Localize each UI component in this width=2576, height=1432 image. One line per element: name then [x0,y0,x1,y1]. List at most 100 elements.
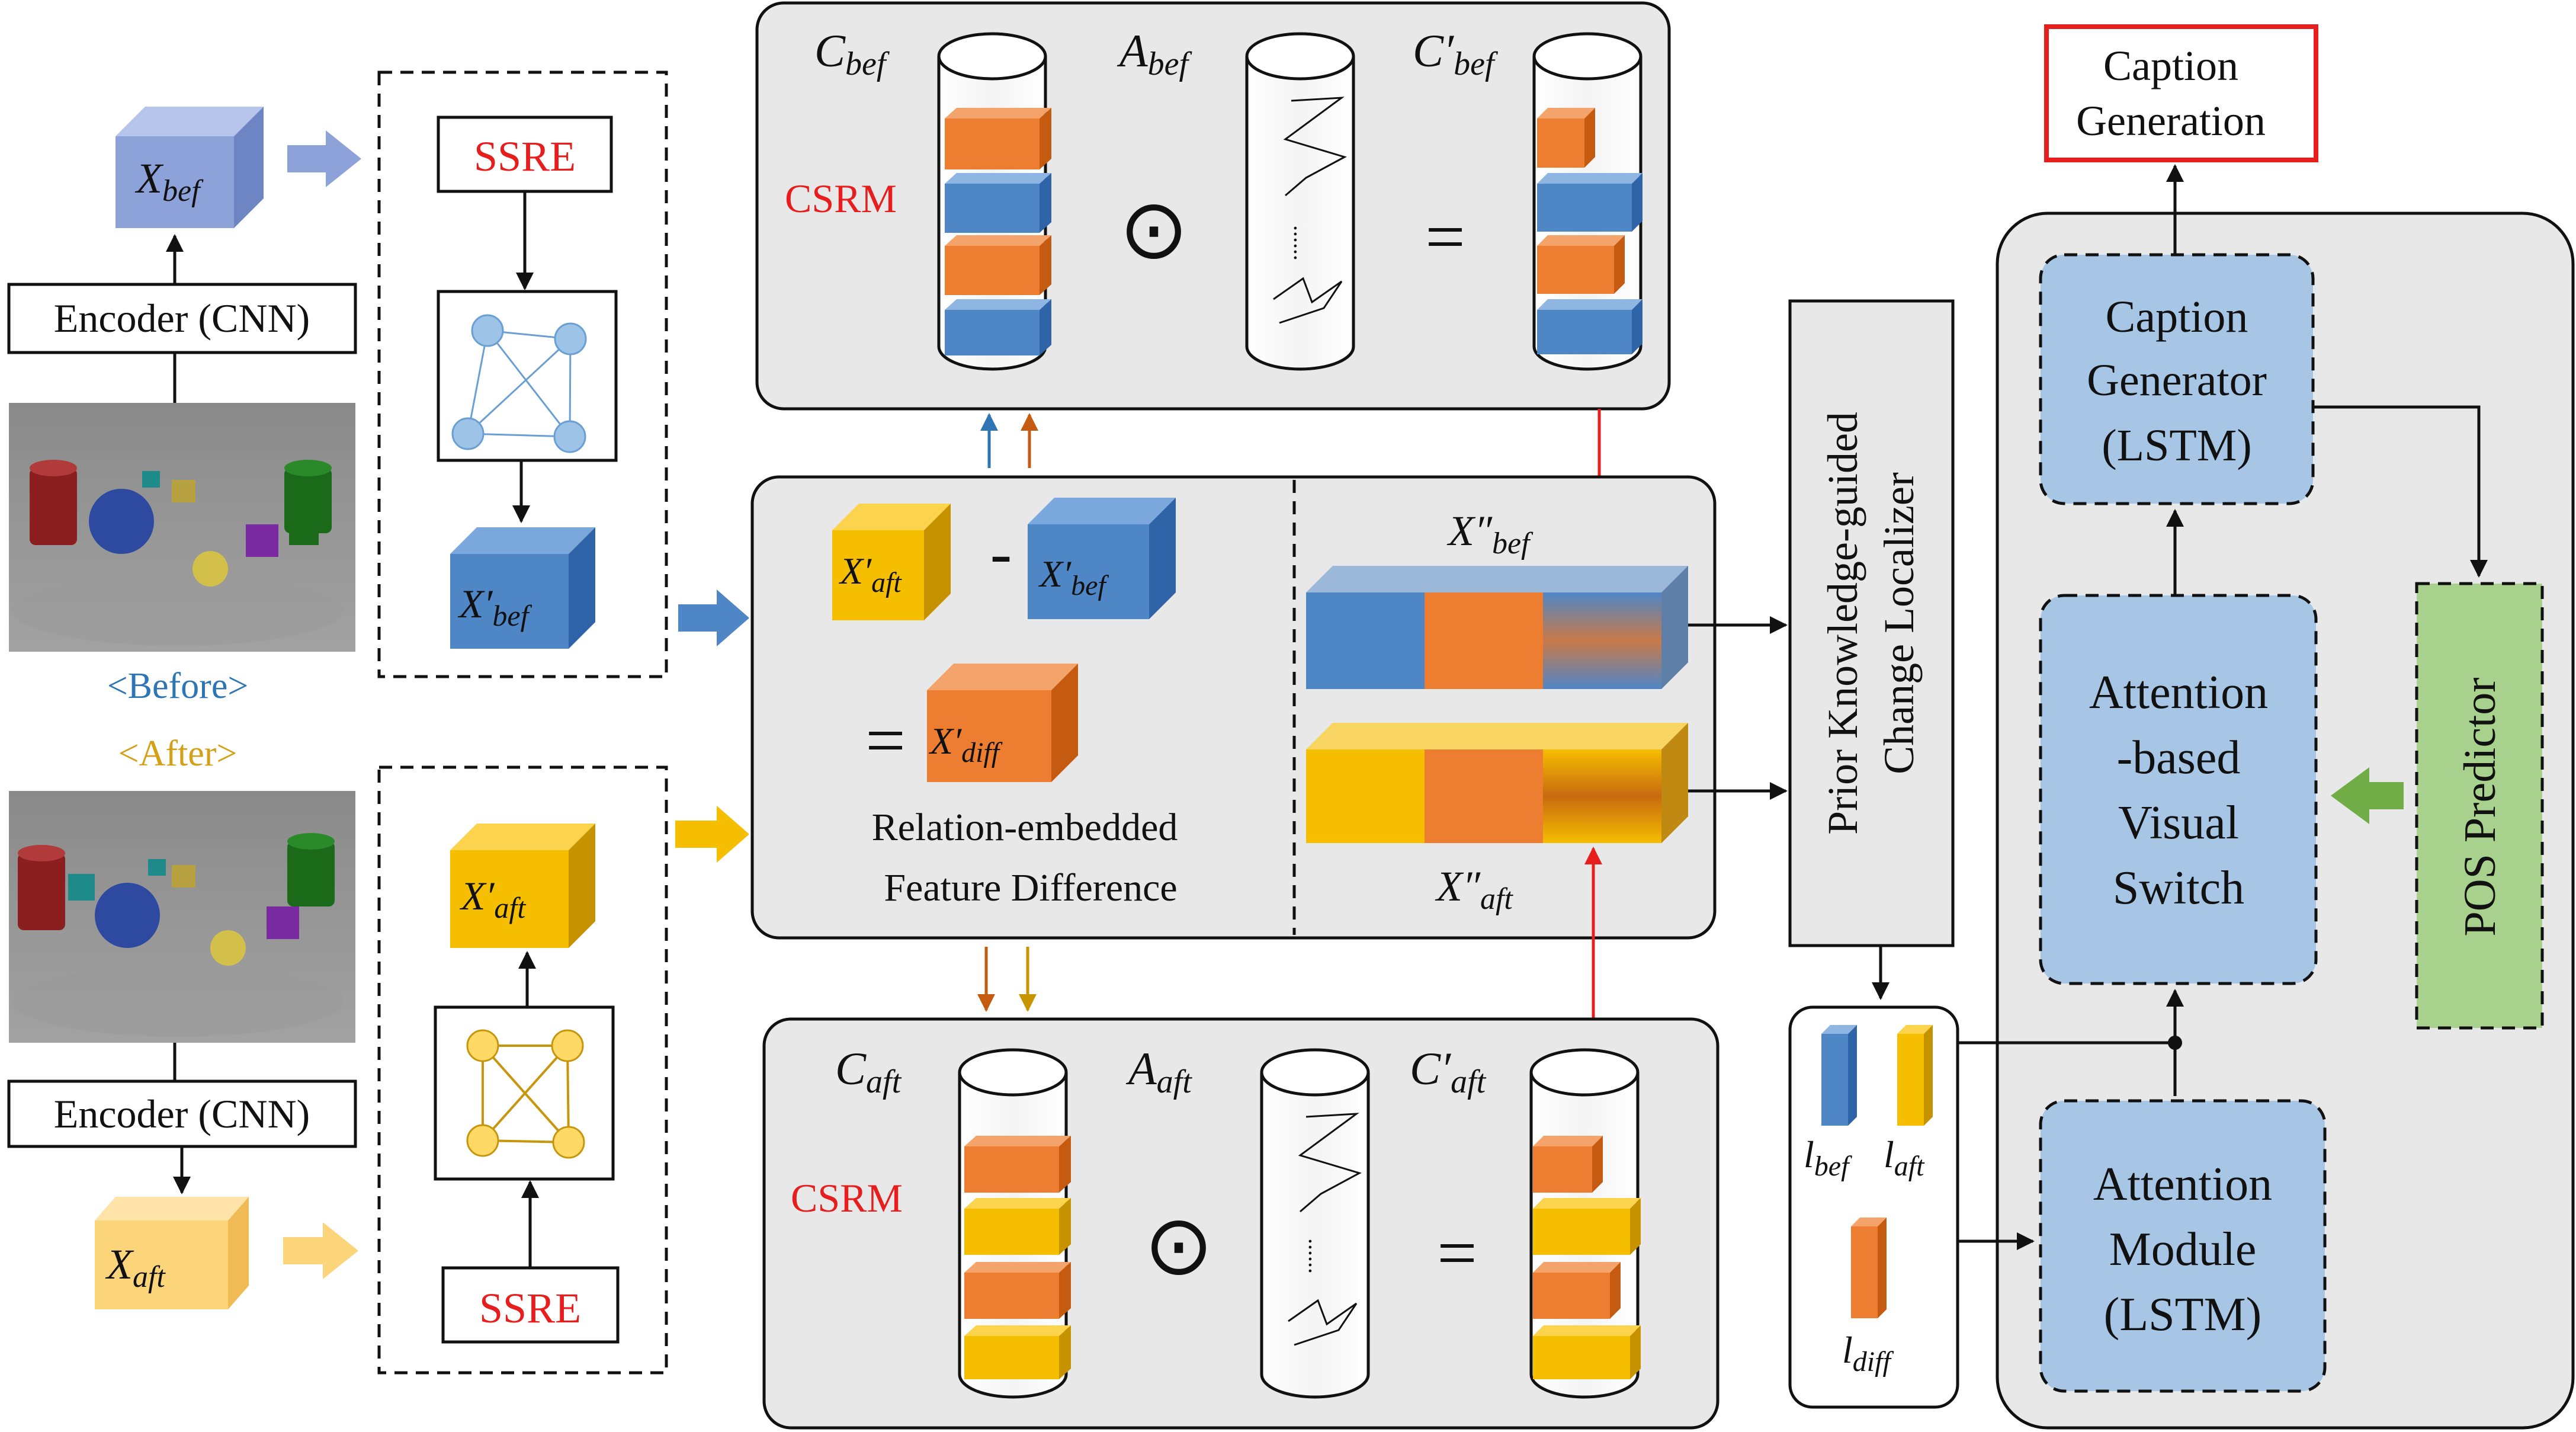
localizer-line1: Prior Knowledge-guided [1819,412,1866,835]
ssre-bottom-to-middle-arrow [675,806,749,863]
a-aft-cylinder: ...... [1260,1048,1370,1399]
svg-text:C′bef: C′bef [1413,25,1499,82]
mid-xp-aft-sub: aft [871,567,902,598]
l-bef-main: l [1804,1133,1814,1175]
pos-label: POS Predictor [2455,678,2505,937]
attn-line3: (LSTM) [2104,1289,2262,1341]
cp-bef-stack [1537,108,1643,354]
switch-line3: Visual [2118,797,2239,849]
svg-text:Cbef: Cbef [814,25,890,82]
svg-text:lbef: lbef [1804,1133,1852,1182]
xp-aft-sub: aft [494,891,526,924]
l-diff-main: l [1842,1329,1853,1371]
encoder-bottom-box [7,1079,357,1148]
switch-line1: Attention [2089,667,2268,719]
before-scene-image [9,403,355,652]
a-bef-main: A [1117,25,1148,76]
caption-generator-module [2039,253,2315,505]
csrm-top-label: CSRM [785,176,897,221]
mid-xp-bef-cube: X′bef [1028,498,1176,619]
c-bef-main: C [814,25,846,76]
svg-text:X′bef: X′bef [457,581,532,632]
xpp-bef-sub: bef [1492,527,1534,560]
encoder-bottom-label: Encoder (CNN) [54,1091,310,1136]
cp-aft-stack [1533,1136,1641,1379]
ssre-bottom-label: SSRE [479,1284,581,1332]
cp-aft-main: C′ [1410,1043,1452,1094]
a-bef-dots: ...... [1289,225,1316,261]
c-bef-stack [945,108,1051,355]
a-aft-sub: aft [1157,1063,1193,1100]
generator-line3: (LSTM) [2102,421,2251,470]
mid-xp-diff-cube: X′diff [927,664,1078,782]
xpp-aft-sub: aft [1480,882,1513,916]
switch-line4: Switch [2113,862,2244,914]
mid-xp-aft-cube: X′aft [832,504,951,620]
xp-bef-main: X′ [457,581,493,626]
pos-to-switch-arrow [2331,767,2404,824]
svg-text:X′bef: X′bef [1038,553,1109,601]
c-aft-sub: aft [866,1063,902,1100]
generator-line1: Caption [2106,292,2248,342]
svg-text:Aaft: Aaft [1125,1043,1192,1100]
x-bef-to-ssre-arrow [287,130,361,187]
generator-to-pos-arrow [2313,405,2488,578]
svg-text:C′aft: C′aft [1410,1043,1487,1100]
eq-bottom: = [1437,1213,1477,1292]
ssre-top-dashed-box [377,71,668,678]
svg-text:X″bef: X″bef [1446,507,1534,560]
xp-bef-cube: X′bef [450,527,595,649]
encoder-top-box [7,283,357,354]
c-bef-sub: bef [845,46,890,82]
odot-bottom: ⊙ [1144,1200,1213,1292]
svg-text:ldiff: ldiff [1842,1329,1894,1377]
l-aft-sub: aft [1894,1151,1925,1182]
xp-aft-main: X′ [459,873,495,918]
encoder-top-label: Encoder (CNN) [54,296,310,341]
graph-bottom-icon [434,1005,615,1181]
ssre-bottom-dashed-box [377,765,668,1375]
xpp-aft-main: X″ [1435,863,1481,910]
l-diff-bar [1851,1218,1887,1318]
attn-line1: Attention [2093,1158,2272,1210]
x-bef-sub: bef [162,174,204,208]
cp-bef-main: C′ [1413,25,1455,76]
l-aft-main: l [1884,1133,1894,1175]
visual-switch-module [2039,594,2318,985]
c-aft-stack [964,1136,1071,1379]
ssre-top-label: SSRE [474,133,576,180]
svg-text:Xaft: Xaft [105,1241,166,1294]
l-bef-bar [1821,1025,1857,1126]
eq-top: = [1425,197,1465,276]
ssre-top-label-box [437,116,613,193]
a-aft-main: A [1125,1043,1157,1094]
cp-aft-sub: aft [1451,1063,1487,1100]
odot-top: ⊙ [1119,184,1188,276]
a-aft-dots: ...... [1304,1238,1330,1274]
after-label: <After> [118,733,238,774]
svg-text:Abef: Abef [1117,25,1193,82]
pos-predictor-module [2415,582,2544,1030]
attn-line2: Module [2109,1223,2257,1276]
xpp-bef-main: X″ [1446,507,1493,555]
svg-text:X′aft: X′aft [838,550,902,598]
xp-bef-sub: bef [492,599,532,632]
cp-bef-sub: bef [1454,46,1499,82]
x-aft-to-ssre-arrow [283,1222,358,1279]
a-bef-sub: bef [1148,46,1193,82]
a-bef-cylinder: ...... [1245,32,1355,371]
x-bef-main: X [134,155,164,202]
xp-aft-cube: X′aft [450,824,595,948]
x-aft-main: X [105,1241,134,1288]
ssre-bottom-label-box [441,1266,620,1344]
caption-generation-line2: Generation [2076,97,2266,145]
l-aft-bar [1897,1025,1933,1126]
caption-generation-box [2044,24,2318,162]
ssre-top-to-middle-arrow [678,590,749,646]
svg-text:laft: laft [1884,1133,1925,1182]
mid-xp-bef-main: X′ [1038,553,1072,595]
mid-minus: - [990,517,1012,589]
svg-text:X′diff: X′diff [928,720,1003,768]
x-bef-cube: Xbef [116,107,264,228]
